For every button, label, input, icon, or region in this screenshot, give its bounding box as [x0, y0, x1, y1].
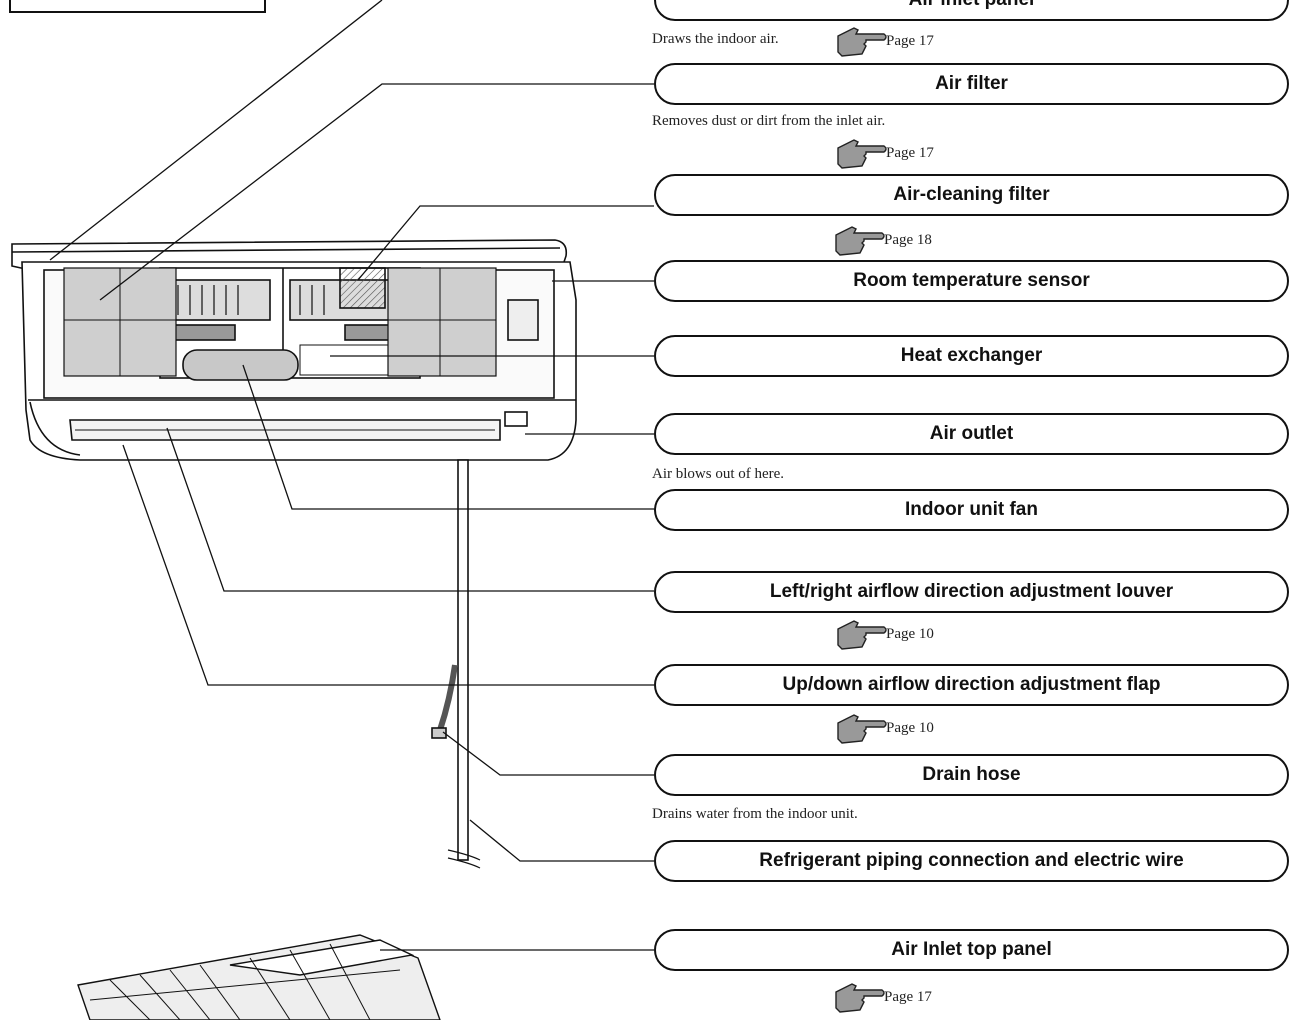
pageref-text: Page 10: [886, 625, 934, 642]
note-air-inlet-panel: Draws the indoor air.: [652, 31, 779, 47]
label-heat-exchanger: Heat exchanger: [654, 335, 1289, 377]
right-filter-panel: [387, 267, 497, 377]
label-left-right-louver: Left/right airflow direction adjustment …: [654, 571, 1289, 613]
pageref-text: Page 17: [886, 144, 934, 161]
pageref-air-cleaning-filter: Page 18: [834, 223, 932, 257]
label-up-down-flap: Up/down airflow direction adjustment fla…: [654, 664, 1289, 706]
pointing-hand-icon: [835, 226, 885, 256]
air-inlet-top-panel-drawing: [77, 934, 441, 1020]
pointing-hand-icon: [837, 27, 887, 57]
note-air-filter: Removes dust or dirt from the inlet air.: [652, 113, 886, 129]
pageref-air-inlet-top-panel: Page 17: [834, 980, 932, 1014]
pointing-hand-icon: [837, 620, 887, 650]
pageref-air-filter: Page 17: [836, 136, 934, 170]
pointing-hand-icon: [835, 983, 885, 1013]
pageref-air-inlet-panel: Page 17: [836, 24, 934, 58]
pageref-text: Page 10: [886, 719, 934, 736]
label-refrigerant-piping: Refrigerant piping connection and electr…: [654, 840, 1289, 882]
label-indoor-unit-fan: Indoor unit fan: [654, 489, 1289, 531]
pointing-hand-icon: [837, 714, 887, 744]
label-drain-hose: Drain hose: [654, 754, 1289, 796]
pointing-hand-icon: [837, 139, 887, 169]
corner-frame: [9, 0, 266, 13]
pageref-text: Page 17: [884, 988, 932, 1005]
pageref-text: Page 17: [886, 32, 934, 49]
label-air-filter: Air filter: [654, 63, 1289, 105]
label-air-inlet-top-panel: Air Inlet top panel: [654, 929, 1289, 971]
leader-lines: [49, 0, 654, 951]
label-air-outlet: Air outlet: [654, 413, 1289, 455]
note-drain-hose: Drains water from the indoor unit.: [652, 806, 858, 822]
label-air-inlet-panel: Air inlet panel: [654, 0, 1289, 21]
label-air-cleaning-filter: Air-cleaning filter: [654, 174, 1289, 216]
pageref-text: Page 18: [884, 231, 932, 248]
pageref-up-down-flap: Page 10: [836, 711, 934, 745]
pageref-left-right-louver: Page 10: [836, 617, 934, 651]
note-air-outlet: Air blows out of here.: [652, 466, 785, 482]
label-room-temperature-sensor: Room temperature sensor: [654, 260, 1289, 302]
